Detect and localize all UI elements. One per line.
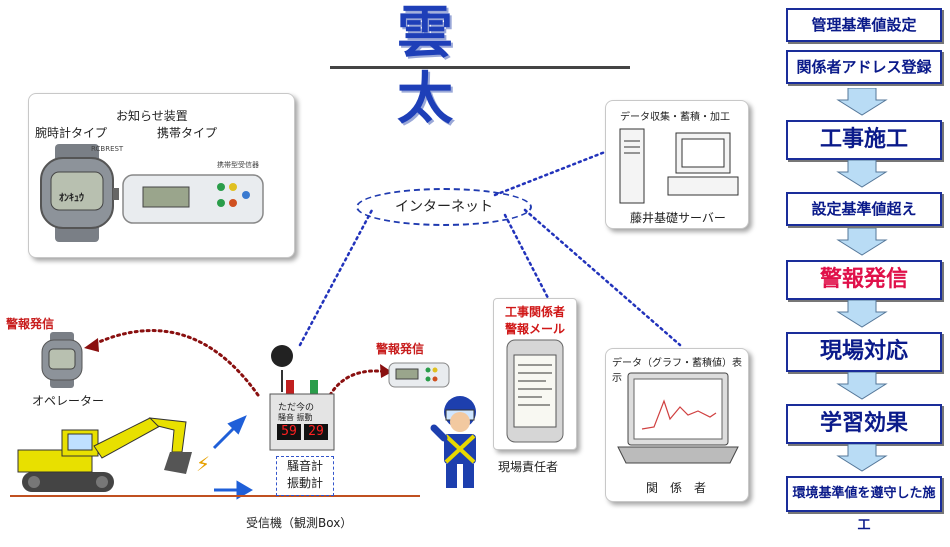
flow-arrow-icon <box>836 88 888 116</box>
link-internet-laptop <box>523 208 682 347</box>
connection-lines <box>10 148 682 500</box>
server-computer-icon <box>619 128 739 204</box>
mobile-phone-icon <box>506 339 564 443</box>
vibration-meter-label: 振動計 <box>286 476 323 490</box>
laptop-header: データ（グラフ・蓄積値）表示 <box>612 358 742 384</box>
field-alarm-label: 警報発信 <box>376 342 425 356</box>
phone-header-1: 工事関係者 <box>504 305 565 319</box>
receiver-caption: 携帯型受信器 <box>217 161 259 169</box>
flow-arrow-icon <box>836 228 888 256</box>
supervisor-label: 現場責任者 <box>498 460 559 474</box>
wrist-type-label: 腕時計タイプ <box>35 126 108 140</box>
flow-step-alarm: 警報発信 <box>786 260 942 300</box>
flow-arrow-icon <box>836 300 888 328</box>
alarm-curve-operator <box>90 329 260 397</box>
receiver-box-label: 受信機（観測Box） <box>246 516 353 530</box>
phone-header-2: 警報メール <box>504 322 565 336</box>
supervisor-figure <box>430 396 476 488</box>
flow-step-threshold-setting: 管理基準値設定 <box>786 8 942 42</box>
phone-panel: 工事関係者 警報メール <box>493 298 577 450</box>
flow-arrow-icon <box>836 444 888 472</box>
sensor-label-frame: 騒音計 振動計 <box>276 456 334 496</box>
alarm-arrowhead-field <box>380 364 392 378</box>
operator-watch-icon <box>41 332 83 388</box>
server-label: 藤井基礎サーバー <box>630 211 726 225</box>
box-display-sub: 騒音 振動 <box>278 413 313 422</box>
laptop-computer-icon <box>617 372 739 464</box>
title-underline <box>330 66 630 69</box>
devices-panel: お知らせ装置 腕時計タイプ 携帯タイプ ｵﾝｷｭｳ RCBREST 携帯型受信器 <box>28 93 295 258</box>
devices-header: お知らせ装置 <box>116 109 188 123</box>
internet-label: インターネット <box>395 199 493 215</box>
watch-screen-text: ｵﾝｷｭｳ <box>59 193 84 204</box>
operator-label: オペレーター <box>32 394 105 408</box>
server-header: データ収集・蓄積・加工 <box>620 112 730 123</box>
excavator-illustration <box>17 417 192 492</box>
laptop-label: 関 係 者 <box>646 481 707 495</box>
observation-box <box>269 345 335 451</box>
impact-spark-icon: ⚡ <box>196 452 211 476</box>
portable-type-label: 携帯タイプ <box>157 126 218 140</box>
wristwatch-device <box>40 144 119 242</box>
alarm-arrowhead-operator <box>84 338 99 352</box>
link-internet-server <box>493 148 612 197</box>
field-receiver-icon <box>388 362 450 388</box>
laptop-panel: データ（グラフ・蓄積値）表示 関 係 者 <box>605 348 749 502</box>
flow-step-construction: 工事施工 <box>786 120 942 160</box>
server-panel: データ収集・蓄積・加工 藤井基礎サーバー <box>605 100 749 229</box>
box-display-title: ただ今の <box>278 403 315 413</box>
flow-step-site-response: 現場対応 <box>786 332 942 372</box>
link-box-internet <box>298 208 374 347</box>
flow-step-learning-effect: 学習効果 <box>786 404 942 444</box>
noise-value-display: 59 <box>277 424 301 440</box>
operator-alarm-label: 警報発信 <box>6 317 55 331</box>
flow-step-compliant-construction: 環境基準値を遵守した施工 <box>786 476 942 533</box>
link-internet-phone <box>503 213 550 300</box>
flow-step-address-registration: 関係者アドレス登録 <box>786 50 942 84</box>
process-flow: 管理基準値設定 関係者アドレス登録 工事施工 設定基準値超え 警報発信 現場対応… <box>786 0 942 547</box>
noise-meter-label: 騒音計 <box>286 459 323 473</box>
vibration-value-display: 29 <box>304 424 328 440</box>
flow-step-threshold-exceeded: 設定基準値超え <box>786 192 942 226</box>
flow-arrow-icon <box>836 372 888 400</box>
internet-bubble: インターネット <box>356 188 532 226</box>
portable-receiver-device <box>122 174 264 224</box>
watch-brand-text: RCBREST <box>91 145 124 153</box>
flow-arrow-icon <box>836 160 888 188</box>
